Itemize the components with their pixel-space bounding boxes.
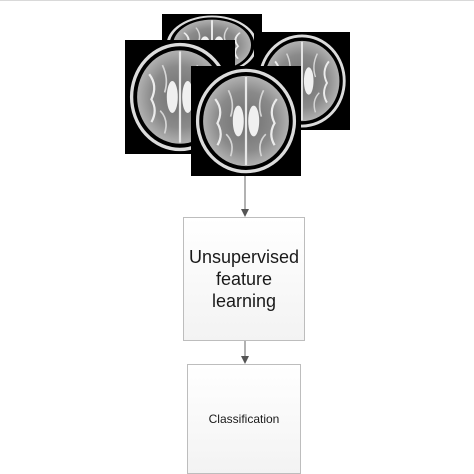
classification-label: Classification: [208, 412, 280, 426]
top-divider: [0, 0, 474, 1]
classification-box: Classification: [187, 364, 301, 474]
unsupervised-feature-learning-box: Unsupervised feature learning: [183, 217, 305, 341]
unsupervised-feature-learning-label: Unsupervised feature learning: [188, 247, 300, 311]
mri-slice-image: [191, 66, 301, 176]
